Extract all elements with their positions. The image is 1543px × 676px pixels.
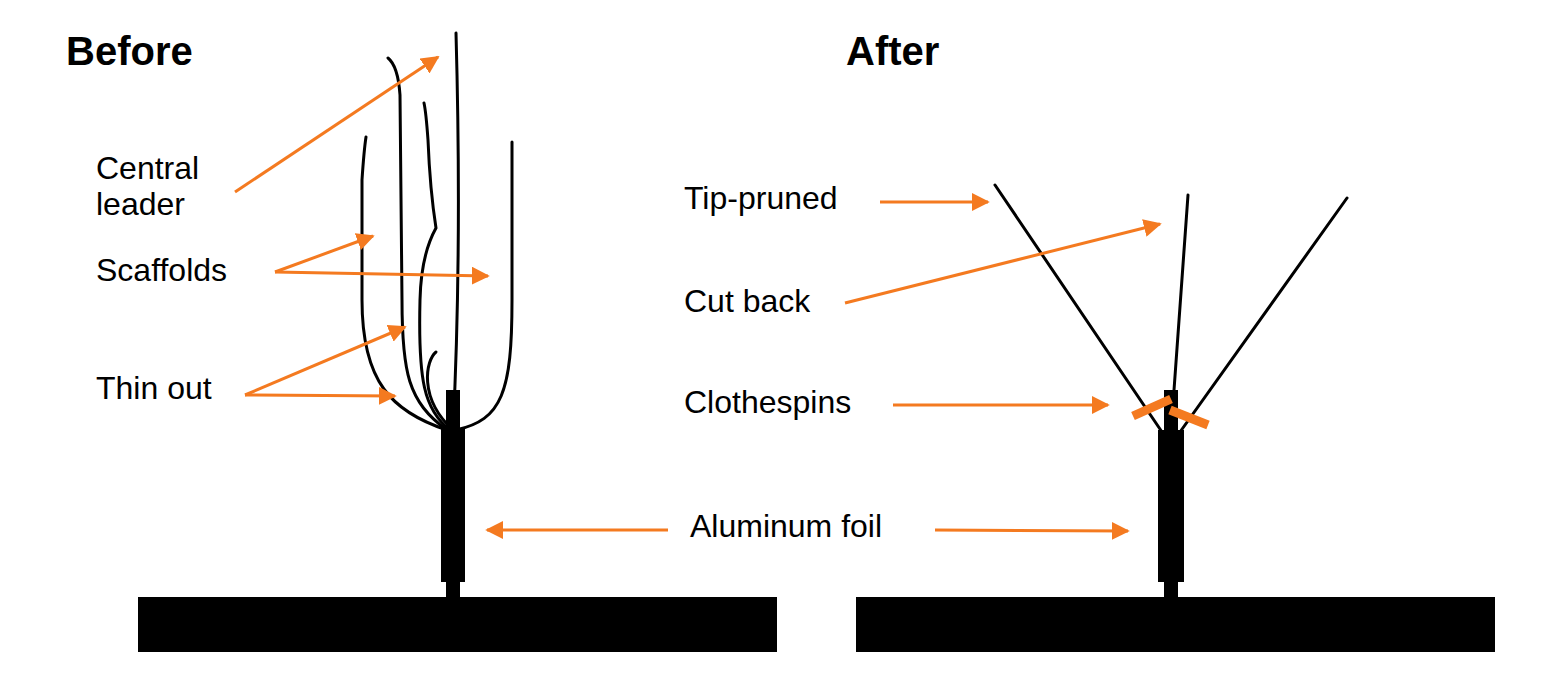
leader-arrows [235, 57, 1160, 531]
panel-title: Before [66, 28, 193, 74]
branches [995, 185, 1347, 432]
clothespin [1170, 410, 1208, 425]
foil-wrapped-stem [441, 428, 465, 582]
part-label: Clothespins [684, 384, 851, 420]
foil-wrapped-stem [1158, 430, 1184, 582]
part-label: Central leader [96, 150, 246, 222]
part-label: Thin out [96, 370, 212, 406]
stem [446, 582, 460, 598]
panel-title: After [846, 28, 939, 74]
part-label: Scaffolds [96, 252, 227, 288]
part-label: Cut back [684, 283, 810, 319]
clothespin [1133, 399, 1171, 416]
part-label: Aluminum foil [690, 508, 882, 544]
part-label: Tip-pruned [684, 180, 838, 216]
ground-bar [856, 597, 1495, 652]
ground-bar [138, 597, 777, 652]
stem [1164, 582, 1178, 598]
